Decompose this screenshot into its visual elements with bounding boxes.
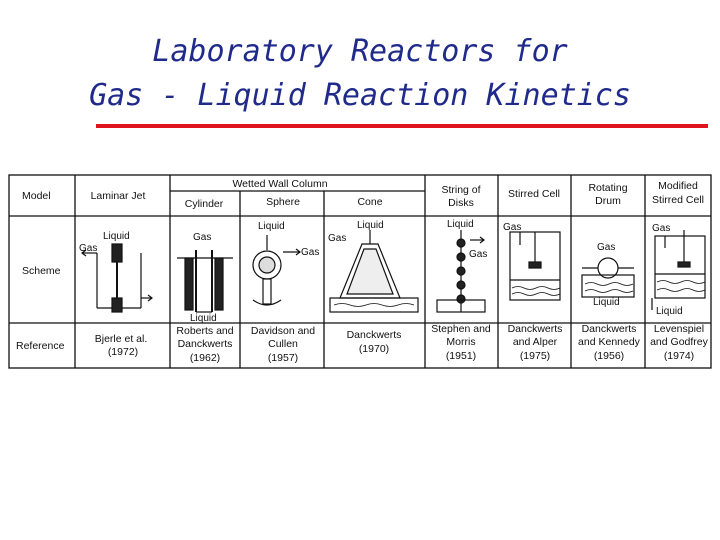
disks-label-gas: Gas: [469, 249, 487, 260]
sphere-label-gas: Gas: [301, 247, 319, 258]
ref-sphere-2: Cullen: [268, 338, 298, 350]
row-label-model: Model: [22, 190, 51, 202]
ref-rotating-drum-2: and Kennedy: [578, 336, 641, 348]
disks-label-liquid: Liquid: [447, 219, 474, 230]
ref-stirred-cell-3: (1975): [520, 350, 550, 362]
ref-disks-2: Morris: [446, 336, 475, 348]
model-stirred-cell: Stirred Cell: [508, 188, 560, 200]
ref-cylinder-1: Roberts and: [176, 325, 233, 337]
ref-modified-2: and Godfrey: [650, 336, 709, 348]
model-string-of-disks-line2: Disks: [448, 197, 474, 209]
ref-cone-2: (1970): [359, 343, 389, 355]
slide-title-line-1: Laboratory Reactors for: [152, 34, 568, 69]
ref-stirred-cell-2: and Alper: [513, 336, 558, 348]
ref-cylinder-2: Danckwerts: [178, 338, 233, 350]
ref-rotating-drum-1: Danckwerts: [582, 323, 637, 335]
ref-modified-1: Levenspiel: [654, 323, 704, 335]
model-modified-stirred-cell-line1: Modified: [658, 180, 698, 192]
cylinder-label-liquid: Liquid: [190, 313, 217, 324]
ref-cylinder-3: (1962): [190, 352, 220, 364]
drum-label-liquid: Liquid: [593, 297, 620, 308]
model-rotating-drum-line2: Drum: [595, 195, 621, 207]
disks-scheme: [436, 230, 486, 313]
sphere-label-liquid: Liquid: [258, 221, 285, 232]
cone-label-liquid: Liquid: [357, 220, 384, 231]
modified-stirred-cell-scheme: [651, 230, 706, 310]
model-cone: Cone: [357, 196, 382, 208]
model-rotating-drum-line1: Rotating: [588, 182, 627, 194]
stirred-cell-label-gas: Gas: [503, 222, 521, 233]
sphere-scheme: [252, 235, 301, 306]
jet-label-liquid: Liquid: [103, 231, 130, 242]
cone-label-gas: Gas: [328, 233, 346, 244]
modified-label-liquid: Liquid: [656, 306, 683, 317]
ref-cone-1: Danckwerts: [347, 329, 402, 341]
rotating-drum-scheme: [581, 257, 635, 298]
ref-rotating-drum-3: (1956): [594, 350, 624, 362]
model-sphere: Sphere: [266, 196, 300, 208]
cone-scheme: [329, 230, 419, 313]
row-label-reference: Reference: [16, 340, 65, 352]
ref-disks-3: (1951): [446, 350, 476, 362]
model-string-of-disks-line1: String of: [441, 184, 480, 196]
ref-disks-1: Stephen and: [431, 323, 491, 335]
model-cylinder: Cylinder: [185, 198, 224, 210]
ref-modified-3: (1974): [664, 350, 694, 362]
table-grid: [8, 174, 712, 369]
ref-laminar-jet-2: (1972): [108, 346, 138, 358]
stirred-cell-scheme: [509, 231, 561, 301]
model-modified-stirred-cell-line2: Stirred Cell: [652, 194, 704, 206]
ref-stirred-cell-1: Danckwerts: [508, 323, 563, 335]
laminar-jet-scheme: [81, 243, 153, 313]
jet-label-gas: Gas: [79, 243, 97, 254]
ref-sphere-3: (1957): [268, 352, 298, 364]
cylinder-label-gas: Gas: [193, 232, 211, 243]
slide-title-line-2: Gas - Liquid Reaction Kinetics: [89, 78, 631, 113]
ref-sphere-1: Davidson and: [251, 325, 315, 337]
group-header-wetted-wall: Wetted Wall Column: [232, 178, 327, 190]
row-label-scheme: Scheme: [22, 265, 61, 277]
ref-laminar-jet-1: Bjerle et al.: [95, 333, 148, 345]
cylinder-scheme: [177, 250, 233, 313]
title-underline: [96, 124, 708, 128]
model-laminar-jet: Laminar Jet: [91, 190, 146, 202]
drum-label-gas: Gas: [597, 242, 615, 253]
modified-label-gas: Gas: [652, 223, 670, 234]
